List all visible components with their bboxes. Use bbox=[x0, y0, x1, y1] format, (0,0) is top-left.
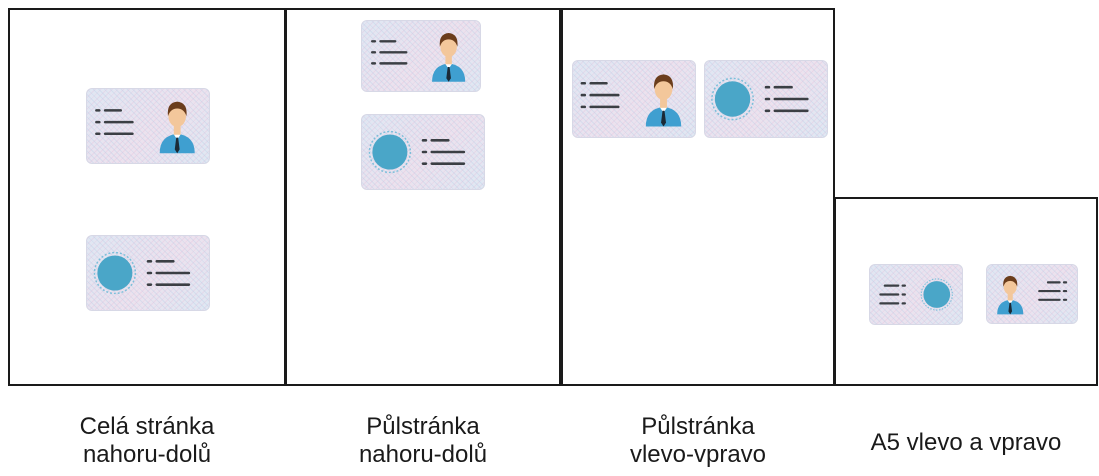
caption-line: nahoru-dolů bbox=[82, 441, 212, 468]
id-card-front-icon bbox=[86, 88, 210, 164]
id-card-back-graphic bbox=[368, 130, 466, 174]
id-card-back-graphic bbox=[711, 77, 809, 121]
caption-line: Půlstránka bbox=[641, 413, 755, 440]
id-card-front-graphic-mirrored bbox=[997, 275, 1068, 315]
caption-line: nahoru-dolů bbox=[358, 441, 488, 468]
id-card-front-icon bbox=[986, 264, 1078, 324]
id-card-back-graphic bbox=[93, 251, 191, 295]
caption-a5-left-right: A5 vlevo a vpravo bbox=[834, 429, 1098, 457]
id-card-back-icon bbox=[361, 114, 485, 190]
id-card-front-graphic bbox=[95, 101, 195, 154]
id-card-back-icon bbox=[86, 235, 210, 311]
page-full-top-bottom bbox=[8, 8, 286, 386]
id-card-back-icon bbox=[869, 264, 963, 325]
id-card-front-graphic bbox=[370, 32, 466, 82]
caption-half-top-bottom: Půlstránka nahoru-dolů bbox=[285, 413, 561, 469]
page-half-left-right bbox=[561, 8, 835, 386]
caption-line: vlevo-vpravo bbox=[629, 441, 767, 468]
caption-line: Celá stránka bbox=[79, 413, 215, 440]
page-a5-left-right bbox=[834, 197, 1098, 386]
id-card-back-graphic-mirrored bbox=[879, 278, 953, 311]
id-card-front-graphic bbox=[580, 74, 682, 127]
caption-full-top-bottom: Celá stránka nahoru-dolů bbox=[8, 413, 286, 469]
id-card-front-icon bbox=[572, 60, 696, 138]
caption-line: Půlstránka bbox=[366, 413, 480, 440]
id-card-front-icon bbox=[361, 20, 481, 92]
id-card-back-icon bbox=[704, 60, 828, 138]
caption-line: A5 vlevo a vpravo bbox=[870, 429, 1062, 456]
page-half-top-bottom bbox=[285, 8, 561, 386]
caption-half-left-right: Půlstránka vlevo-vpravo bbox=[561, 413, 835, 469]
